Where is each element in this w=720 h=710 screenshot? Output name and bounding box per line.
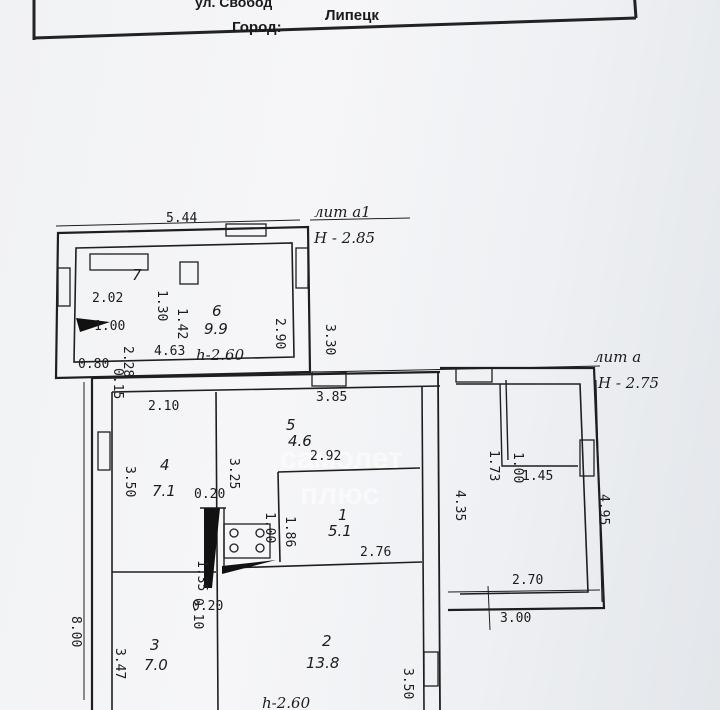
dim-1-73: 1.73 [486, 450, 501, 481]
dim-3-25: 3.25 [226, 458, 241, 489]
block-top-title: лит а1 [314, 203, 371, 221]
dim-1-45: 1.45 [522, 469, 553, 484]
block-right-title: лит а [594, 348, 641, 366]
dim-2-28: 2.28 [120, 346, 135, 377]
dim-0-10: 0.10 [190, 598, 205, 629]
watermark-line2: плюс [300, 478, 379, 511]
windows [57, 223, 595, 687]
dim-3-30: 3.30 [322, 324, 337, 355]
city-label: Город: [232, 19, 282, 36]
dim-0-20a: 0.20 [194, 487, 225, 502]
block-top-height: Н - 2.85 [313, 229, 375, 247]
dim-3-47: 3.47 [112, 648, 127, 679]
room-6-number: 6 [212, 302, 222, 320]
chimneys [76, 318, 276, 588]
dim-1-00c: 1.00 [262, 512, 277, 543]
room-4-area: 7.1 [152, 482, 176, 500]
block-right-height: Н - 2.75 [597, 374, 659, 392]
street-label: ул. Свобод [195, 0, 273, 10]
dim-4-95: 4.95 [596, 494, 611, 525]
dim-8-00: 8.00 [68, 616, 83, 647]
dim-2-90: 2.90 [272, 318, 287, 349]
room-1-number: 1 [338, 506, 348, 524]
room-4-number: 4 [160, 456, 170, 474]
dim-0-80: 0.80 [78, 357, 109, 372]
dim-1-00b: 1.00 [510, 452, 525, 483]
dim-1-42: 1.42 [174, 308, 189, 339]
fixtures [89, 253, 271, 559]
ceiling-height-main: h-2.60 [262, 694, 311, 710]
dim-3-50b: 3.50 [400, 668, 415, 699]
dim-2-70: 2.70 [512, 573, 543, 588]
dim-2-76: 2.76 [360, 545, 391, 560]
dim-1-00a: 1.00 [94, 319, 125, 334]
room-3-area: 7.0 [144, 656, 168, 674]
room-5-number: 5 [286, 416, 296, 434]
dim-4-35: 4.35 [452, 490, 467, 521]
dim-1-30: 1.30 [154, 290, 169, 321]
room-1-area: 5.1 [328, 522, 352, 540]
dim-3-85: 3.85 [316, 390, 347, 405]
dim-5-44: 5.44 [166, 211, 197, 226]
dim-3-00: 3.00 [500, 611, 531, 626]
city-value: Липецк [325, 7, 379, 24]
dim-2-02: 2.02 [92, 291, 123, 306]
header-frame-lines [32, 0, 638, 40]
dim-1-86: 1.86 [282, 516, 297, 547]
dim-0-20b: 0.20 [192, 599, 223, 614]
header-frame [30, 0, 640, 40]
dim-0-15: 0.15 [110, 368, 125, 399]
watermark-line1: самолет [280, 442, 403, 475]
dim-2-10: 2.10 [148, 399, 179, 414]
ceiling-height-6: h-2.60 [196, 346, 245, 364]
room-3-number: 3 [150, 636, 160, 654]
dim-2-92: 2.92 [310, 449, 341, 464]
dim-3-50a: 3.50 [122, 466, 137, 497]
room-7-number: 7 [132, 266, 142, 284]
room-2-number: 2 [322, 632, 332, 650]
dim-4-63: 4.63 [154, 344, 185, 359]
room-6-area: 9.9 [204, 320, 228, 338]
room-2-area: 13.8 [306, 654, 339, 672]
walls [54, 217, 606, 710]
room-5-area: 4.6 [288, 432, 312, 450]
dim-1-35: 1.35 [194, 560, 209, 591]
